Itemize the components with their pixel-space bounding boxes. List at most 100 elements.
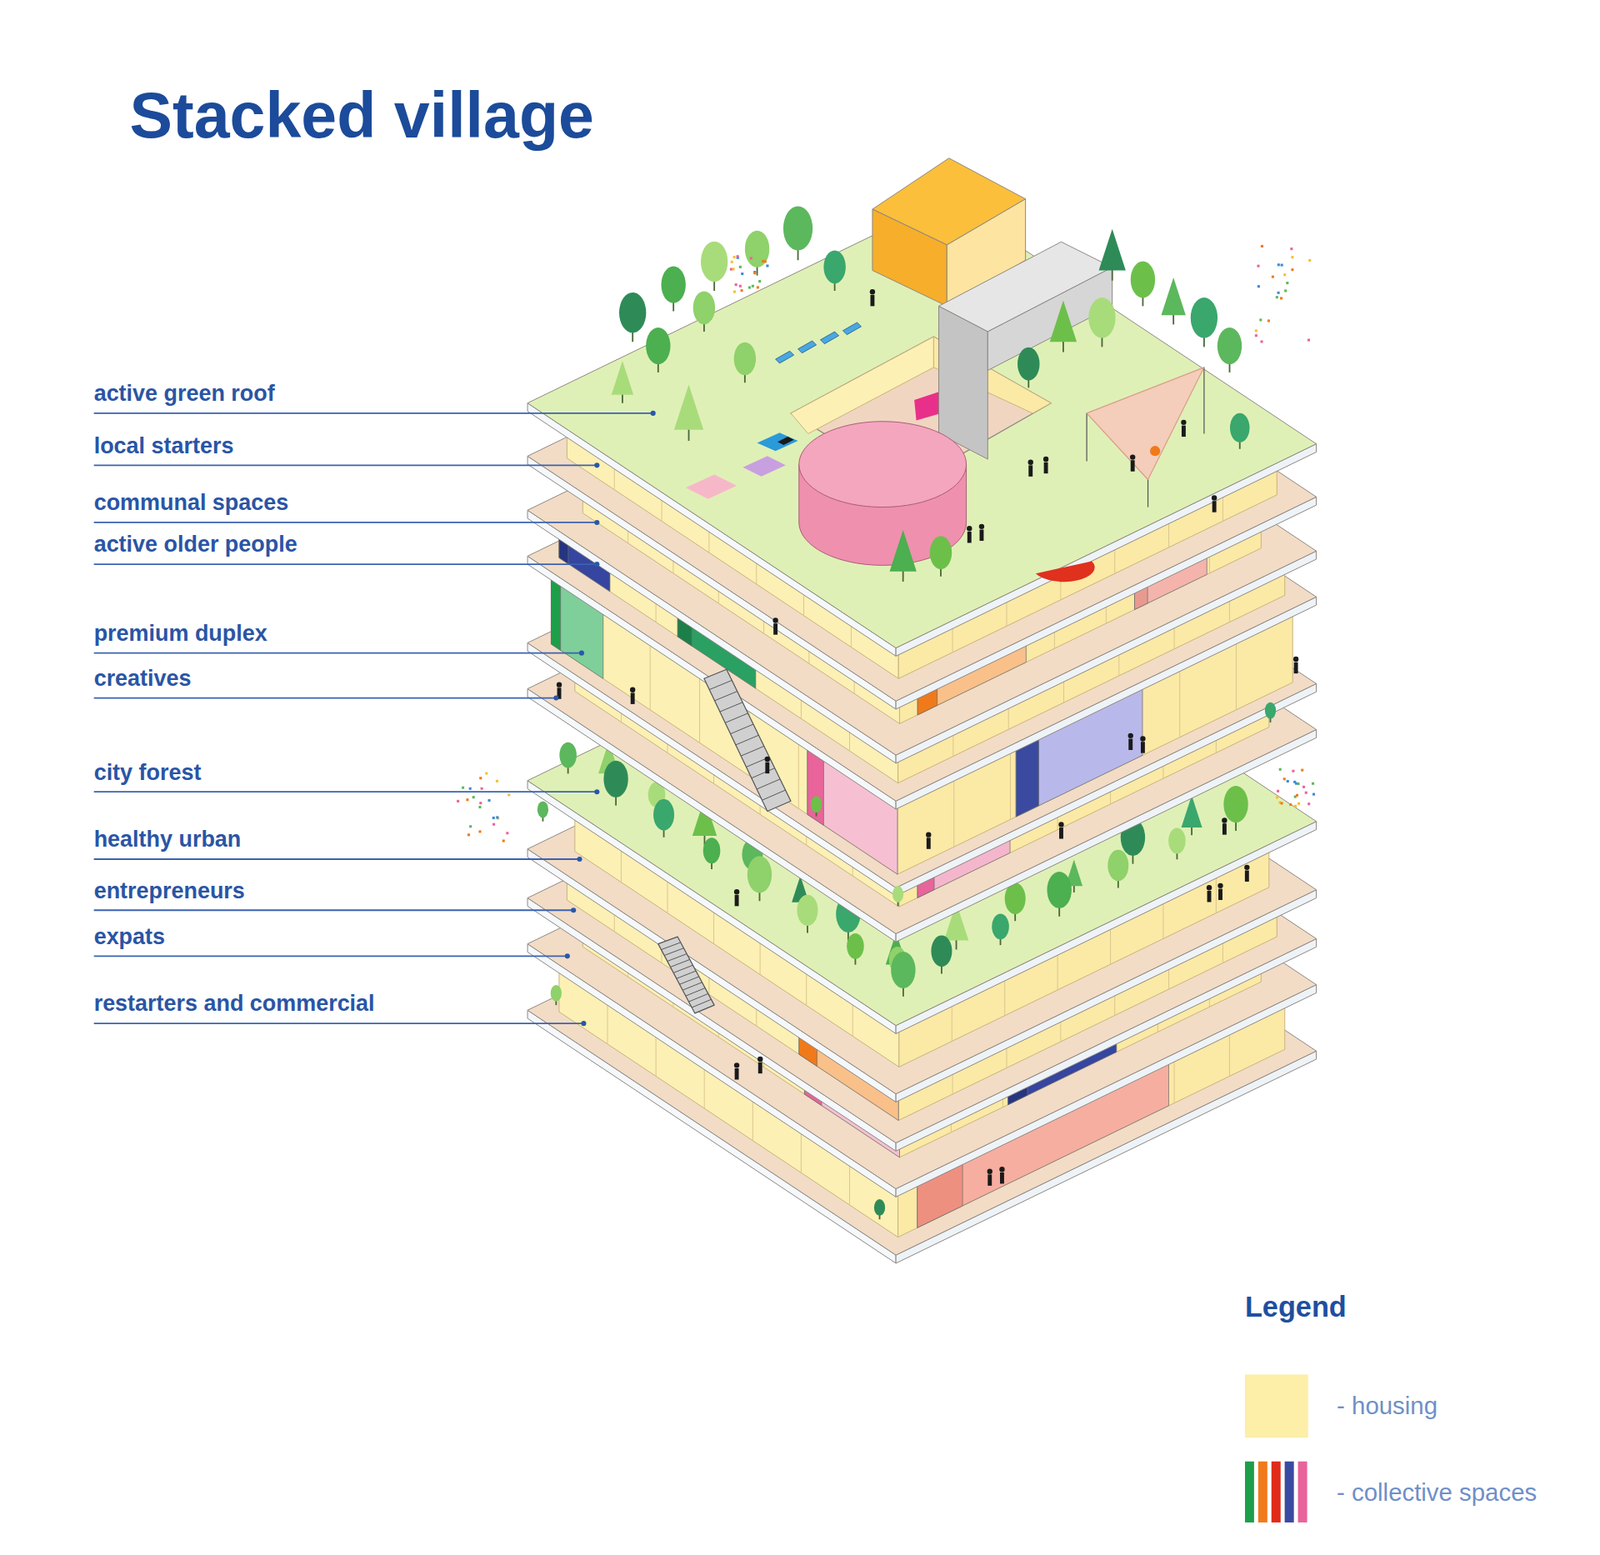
tree-crown: [874, 1199, 885, 1216]
confetti-dot: [479, 776, 482, 780]
person-figure: [1221, 817, 1227, 835]
confetti-dot: [1255, 329, 1258, 332]
tree-symbol: [653, 799, 675, 838]
confetti-dot: [739, 285, 742, 288]
tree-crown: [645, 327, 670, 365]
confetti-dot: [1260, 245, 1264, 248]
person-body: [1130, 460, 1135, 471]
confetti-dot: [1308, 259, 1311, 262]
person-figure: [1128, 733, 1134, 750]
person-head: [734, 889, 740, 895]
leader-dot: [570, 907, 576, 913]
confetti-dot: [765, 264, 769, 267]
leader-dot: [579, 650, 585, 656]
legend-swatch: [1245, 1460, 1309, 1522]
tree-crown: [550, 985, 562, 1002]
tree-crown: [700, 241, 728, 282]
tree-symbol: [537, 800, 549, 821]
confetti-dot: [756, 285, 760, 289]
confetti-dot: [488, 799, 491, 802]
confetti-dot: [1302, 785, 1305, 789]
person-head: [1221, 817, 1227, 823]
person-figure: [1293, 656, 1299, 674]
stair-flight: [704, 669, 791, 811]
tree-crown: [611, 360, 634, 395]
tree-symbol: [1223, 785, 1248, 831]
tree-symbol: [846, 933, 865, 965]
tree-symbol: [783, 206, 813, 261]
confetti-dot: [478, 830, 481, 833]
person-body: [926, 837, 931, 849]
tree-symbol: [660, 266, 685, 312]
person-body: [1128, 739, 1133, 750]
tree-symbol: [890, 951, 915, 997]
swatch-stripe: [1271, 1460, 1281, 1522]
tree-symbol: [1050, 300, 1077, 352]
person-body: [1140, 741, 1145, 753]
leader-line: [94, 464, 598, 466]
tree-symbol: [619, 292, 646, 342]
leader-dot: [580, 1020, 586, 1026]
confetti-dot: [478, 805, 481, 809]
tree-symbol: [892, 885, 904, 906]
person-figure: [925, 831, 931, 849]
legend-text: - housing: [1336, 1391, 1438, 1421]
person-figure: [772, 617, 778, 635]
tree-symbol: [734, 342, 756, 383]
tree-crown: [810, 795, 822, 813]
stair-step: [676, 970, 696, 979]
stair-step: [761, 790, 785, 800]
person-head: [1140, 735, 1145, 741]
atrium-wall: [790, 336, 934, 434]
confetti-dot: [492, 823, 495, 826]
leader-dot: [576, 856, 582, 862]
confetti-dot: [480, 787, 484, 790]
confetti-dot: [1257, 285, 1260, 288]
stair-step: [685, 988, 705, 996]
confetti-dot: [1307, 339, 1310, 342]
floor-label: active green roof: [94, 380, 275, 408]
tree-symbol: [700, 241, 728, 291]
confetti-dot: [740, 289, 744, 292]
confetti-dot: [1290, 255, 1294, 259]
legend-swatch: [1245, 1374, 1309, 1438]
person-body: [1222, 823, 1227, 835]
roof-box: [872, 209, 947, 306]
confetti-dot: [1271, 275, 1275, 279]
tree-crown: [703, 837, 721, 864]
leader-dot: [650, 410, 656, 416]
tree-crown: [930, 935, 952, 967]
stair-symbol: [658, 936, 715, 1014]
tree-symbol: [1088, 297, 1115, 347]
stair-step: [673, 965, 693, 973]
person-head: [966, 525, 972, 531]
mat: [757, 432, 799, 451]
person-figure: [765, 756, 770, 774]
tree-crown: [1223, 785, 1248, 823]
person-body: [1218, 889, 1223, 900]
confetti-dot: [1294, 805, 1297, 808]
confetti-dot: [732, 267, 735, 270]
person-body: [1207, 890, 1212, 902]
person-body: [1294, 662, 1299, 674]
person-figure: [1140, 735, 1145, 753]
stair-step: [735, 735, 760, 745]
person-body: [773, 623, 778, 635]
tree-crown: [1130, 260, 1155, 298]
stair-step: [667, 954, 687, 962]
tree-crown: [693, 290, 715, 325]
person-body: [1028, 465, 1033, 476]
confetti-dot: [465, 798, 469, 801]
tree-symbol: [810, 795, 822, 816]
confetti-dot: [1291, 770, 1295, 773]
floor-slab: [527, 199, 1317, 657]
confetti-dot: [1285, 281, 1289, 285]
tree-crown: [890, 530, 917, 572]
tree-crown: [1230, 413, 1250, 443]
tree-crown: [1190, 297, 1218, 338]
person-body: [735, 1068, 740, 1080]
tree-crown: [991, 913, 1010, 940]
mat: [685, 474, 737, 499]
canopy-pole: [1085, 413, 1087, 462]
